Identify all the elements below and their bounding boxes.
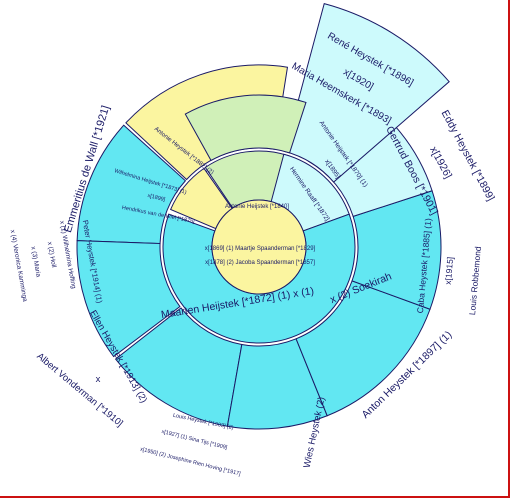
label-peter-m2: x (2) Holl [46, 241, 58, 268]
center-marriage-2: x[1878] (2) Jacoba Spaanderman [*1857] [205, 260, 315, 266]
label-louis-robbemond: Louis Robbemond [467, 246, 483, 316]
segment-peter[interactable] [76, 124, 187, 245]
center-marriage-1: x[1869] (1) Maartje Spaanderman [*1829] [205, 246, 316, 252]
label-ellen-marriage: x [96, 374, 101, 385]
label-albert: Albert Vonderman [*1910] [34, 351, 124, 429]
label-eddy-marriage: x[1926] [427, 145, 454, 181]
label-caba-marriage: x[1915] [443, 256, 455, 285]
segment-rene[interactable] [284, 2, 450, 183]
segment-anton[interactable] [295, 280, 431, 417]
label-louis-m1: x[1927] (1) Sina Tijs [*1909] [161, 429, 228, 451]
segment-caba[interactable] [351, 190, 442, 310]
label-peter-m3: x (3) Maria [29, 246, 41, 278]
label-peter-m4: x (4) Veronica Kamminga [9, 229, 29, 302]
center-name: Antonie Heijstek [*1840] [225, 204, 289, 210]
segment-antonie-1882-outer[interactable] [184, 94, 307, 162]
label-louis-m2: x[1950] (2) Josephine Rien Hoving [*1917… [139, 447, 241, 478]
label-wilhelmina-marriage: x[1899] [147, 193, 166, 203]
center-person-circle[interactable] [211, 199, 307, 295]
segment-wies[interactable] [226, 338, 328, 430]
segment-louis[interactable] [114, 307, 243, 427]
label-eddy: Eddy Heystek [*1899] [439, 108, 497, 203]
segment-ellen[interactable] [76, 240, 181, 358]
